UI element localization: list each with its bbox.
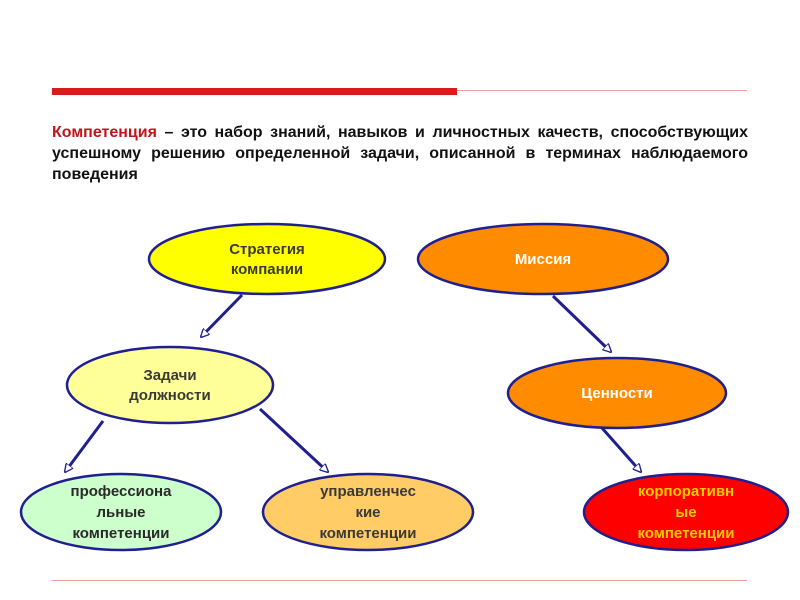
definition-text: – это набор знаний, навыков и личностных… [52, 124, 748, 183]
node-values-label-line: Ценности [581, 385, 652, 402]
top-rule-thick [52, 88, 457, 95]
node-professional-label-line: профессиона [71, 483, 173, 500]
edge-job_tasks-to-managerial [258, 407, 328, 472]
node-professional-shape [19, 472, 223, 552]
node-strategy-label-line: компании [231, 261, 303, 278]
node-managerial-label-line: управленчес [320, 483, 416, 500]
edge-mission-to-values [551, 294, 611, 352]
bottom-rule [52, 580, 747, 581]
node-professional-label-line: льные [97, 504, 146, 521]
node-job-tasks-label-line: должности [129, 387, 210, 404]
definition-term: Компетенция [52, 124, 157, 141]
node-corporate-label-line: ые [675, 504, 696, 521]
node-values: Ценности [506, 356, 728, 430]
node-corporate-label-line: компетенции [638, 525, 735, 542]
node-strategy-label-line: Стратегия [229, 241, 305, 258]
edge-job_tasks-to-professional [65, 420, 105, 472]
definition-paragraph: Компетенция – это набор знаний, навыков … [52, 122, 748, 185]
node-professional-label-line: компетенции [73, 525, 170, 542]
node-mission-label-line: Миссия [515, 251, 571, 268]
node-mission-shape [416, 222, 670, 296]
node-managerial-label-line: кие [355, 504, 380, 521]
node-professional: профессиона льные компетенции [19, 472, 223, 552]
node-job-tasks-label-line: Задачи [143, 367, 196, 384]
node-job-tasks-shape [65, 345, 275, 425]
node-managerial-shape [261, 472, 475, 552]
top-rule-thin [457, 90, 747, 91]
node-corporate-label-line: корпоративн [638, 483, 734, 500]
node-corporate-shape [582, 472, 790, 552]
node-managerial: управленчес кие компетенции [261, 472, 475, 552]
node-mission: Миссия [416, 222, 670, 296]
node-strategy-shape [147, 222, 387, 296]
edge-strategy-to-job_tasks [201, 293, 244, 337]
node-strategy: Стратегия компании [147, 222, 387, 296]
edge-values-to-corporate [600, 427, 641, 472]
diagram-edges [65, 293, 641, 472]
node-values-shape [506, 356, 728, 430]
node-job-tasks: Задачи должности [65, 345, 275, 425]
node-corporate: корпоративн ые компетенции [582, 472, 790, 552]
node-managerial-label-line: компетенции [320, 525, 417, 542]
